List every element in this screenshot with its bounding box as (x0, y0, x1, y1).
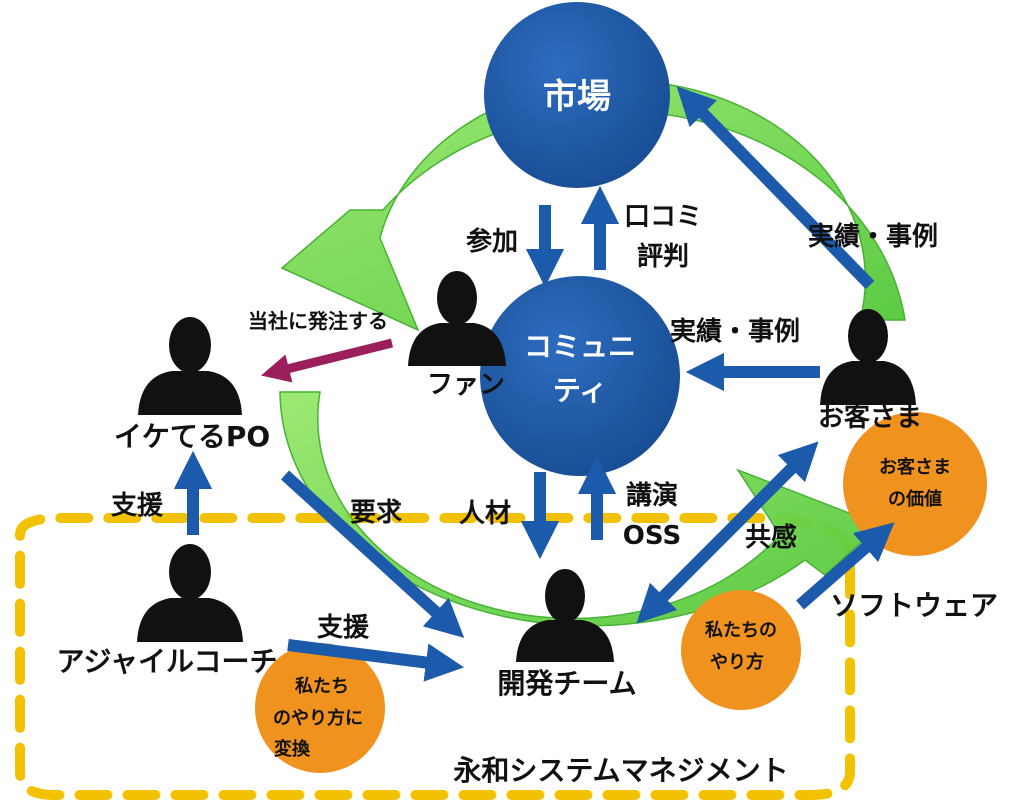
coach-label: アジャイルコーチ (57, 645, 278, 678)
person-icon-dev-team (516, 569, 614, 662)
person-icon-customer (820, 309, 916, 405)
support-team-label: 支援 (317, 613, 370, 643)
person-icon-fan (408, 271, 506, 366)
customer-value-line2: の価値 (888, 488, 942, 510)
results-to-market-label: 実績・事例 (808, 221, 938, 252)
fan-label: ファン (427, 370, 505, 400)
our-way-line2: やり方 (710, 651, 764, 673)
talk-label-line2: OSS (623, 521, 681, 551)
customer-label: お客さま (818, 402, 922, 433)
join-label: 参加 (466, 226, 518, 257)
community-node (480, 276, 680, 476)
dev-team-label: 開発チーム (497, 667, 636, 700)
arrow-results-to-market (676, 86, 875, 290)
po-label: イケてるPO (114, 420, 270, 453)
talk-label-line1: 講演 (626, 480, 678, 511)
arrow-empathy (636, 441, 819, 624)
customer-value-bubble (843, 412, 987, 556)
support-po-label: 支援 (111, 491, 164, 521)
results-to-community-label: 実績・事例 (670, 316, 800, 347)
word-of-mouth-label-line1: 口コミ (624, 202, 702, 232)
word-of-mouth-label-line2: 評判 (637, 241, 689, 272)
request-label: 要求 (350, 498, 402, 528)
company-boundary-label: 永和システムマネジメント (453, 754, 788, 787)
our-way-bubble (681, 590, 801, 710)
arrow-request (280, 470, 465, 638)
cycle-arrow-top (280, 79, 906, 332)
software-label: ソフトウェア (830, 589, 998, 622)
community-label-line1: コミュニ (524, 330, 636, 363)
person-icon-coach (137, 544, 243, 642)
empathy-label: 共感 (745, 523, 797, 553)
customer-value-line1: お客さま (879, 456, 951, 478)
market-node (484, 2, 670, 188)
convert-line3: 変換 (274, 738, 311, 760)
person-icon-po (138, 317, 242, 415)
order-label: 当社に発注する (248, 309, 388, 333)
arrow-support-team (287, 639, 465, 682)
convert-line1: 私たち (295, 676, 349, 697)
community-label-line2: ティ (553, 374, 607, 407)
company-boundary (15, 513, 855, 800)
talent-label: 人材 (459, 499, 511, 529)
blue-arrows (173, 86, 895, 682)
our-way-line1: 私たちの (705, 620, 777, 641)
convert-line2: のやり方に (273, 707, 363, 729)
convert-bubble (255, 643, 385, 773)
arrow-software (796, 522, 895, 610)
arrow-order (261, 338, 394, 383)
market-label: 市場 (543, 77, 611, 117)
